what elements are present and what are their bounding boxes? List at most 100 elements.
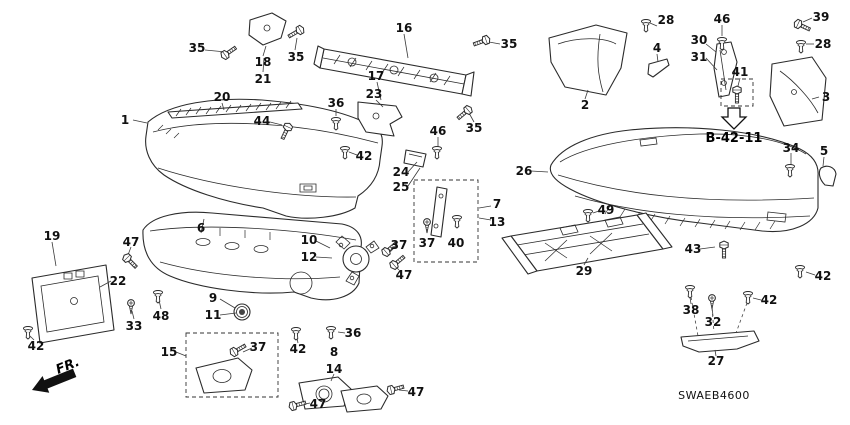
side-stay-bracket <box>357 101 403 137</box>
part-callout-37-52: 37 <box>250 340 267 354</box>
stay-strip-7-13 <box>430 186 448 238</box>
part-callout-26-27: 26 <box>516 164 533 178</box>
part-callout-35-26: 35 <box>466 121 483 135</box>
part-callout-20-19: 20 <box>214 90 231 104</box>
part-callout-35-0: 35 <box>189 41 206 55</box>
dashed-leader-lines <box>690 296 748 337</box>
part-callout-25-25: 25 <box>393 180 410 194</box>
part-callout-9-49: 9 <box>209 291 217 305</box>
part-callout-33-46: 33 <box>126 319 143 333</box>
part-callout-42-53: 42 <box>290 342 307 356</box>
part-callout-10-42: 10 <box>301 233 318 247</box>
part-callout-36-56: 36 <box>345 326 362 340</box>
part-callout-24-24: 24 <box>393 165 410 179</box>
rear-bumper-face <box>549 127 819 233</box>
part-callout-4-13: 4 <box>653 41 661 55</box>
part-callout-42-22: 42 <box>356 149 373 163</box>
bolt-icon <box>385 382 406 396</box>
garnish-hatch <box>175 100 292 117</box>
part-callout-34-28: 34 <box>783 141 800 155</box>
part-callout-2-17: 2 <box>581 98 589 112</box>
fr-label: FR. <box>54 355 82 378</box>
part-callout-47-45: 47 <box>396 268 413 282</box>
bolt-icon <box>732 85 742 104</box>
part-callout-22-40: 22 <box>110 274 127 288</box>
part-callout-13-31: 13 <box>489 215 506 229</box>
upper-bracket <box>248 12 287 46</box>
part-callout-1-18: 1 <box>121 113 129 127</box>
part-shapes <box>31 12 837 413</box>
part-callout-12-43: 12 <box>301 250 318 264</box>
clip-icon <box>290 327 302 341</box>
part-callout-39-10: 39 <box>813 10 830 24</box>
part-callout-46-23: 46 <box>430 124 447 138</box>
part-callout-28-8: 28 <box>658 13 675 27</box>
ref-block-arrow <box>720 107 748 130</box>
part-callout-14-55: 14 <box>326 362 343 376</box>
part-callout-5-29: 5 <box>820 144 828 158</box>
part-callout-16-4: 16 <box>396 21 413 35</box>
part-callout-42-48: 42 <box>28 339 45 353</box>
clip-icon <box>451 215 463 229</box>
part-callout-46-9: 46 <box>714 12 731 26</box>
part-callout-35-7: 35 <box>501 37 518 51</box>
skirt-teeth <box>219 228 271 240</box>
part-callout-15-51: 15 <box>161 345 178 359</box>
clip-icon <box>431 146 443 160</box>
bolt-icon <box>792 18 813 34</box>
side-bracket-30-31 <box>713 41 738 98</box>
part-callout-47-58: 47 <box>408 385 425 399</box>
part-callout-18-1: 18 <box>255 55 272 69</box>
bolt-icon <box>286 23 307 41</box>
part-callout-47-39: 47 <box>123 235 140 249</box>
part-callout-17-5: 17 <box>368 69 385 83</box>
part-callout-47-57: 47 <box>310 397 327 411</box>
screw-icon <box>423 218 431 234</box>
part-callout-43-36: 43 <box>685 242 702 256</box>
part-callout-3-16: 3 <box>822 90 830 104</box>
hook-bracket-5 <box>818 165 837 187</box>
part-callout-19-38: 19 <box>44 229 61 243</box>
part-callout-36-21: 36 <box>328 96 345 110</box>
clip-icon <box>582 209 594 223</box>
fr-arrow-icon <box>32 368 77 393</box>
bolt-icon <box>471 34 492 49</box>
part-callout-41-15: 41 <box>732 65 749 79</box>
clip-icon <box>684 285 696 299</box>
bolt-icon <box>120 251 140 271</box>
beam-hatch <box>333 54 451 86</box>
part-callout-35-3: 35 <box>288 50 305 64</box>
fog-mount-bracket <box>342 245 370 273</box>
part-callout-21-2: 21 <box>255 72 272 86</box>
kit-box-15 <box>185 332 279 398</box>
part-callout-40-34: 40 <box>448 236 465 250</box>
clip-icon <box>794 265 806 279</box>
grommet <box>233 303 251 321</box>
part-callout-37-33: 37 <box>419 236 436 250</box>
lower-bracket-27 <box>680 330 760 353</box>
front-bumper-hatch <box>157 124 180 139</box>
clip-icon <box>640 19 652 33</box>
ref-code-label: B-42-11 <box>706 131 763 146</box>
bolt-icon <box>719 240 729 259</box>
clip-icon <box>325 326 337 340</box>
part-callout-29-35: 29 <box>576 264 593 278</box>
diagram-code: SWAEB4600 <box>678 389 750 402</box>
mud-guard <box>548 24 628 96</box>
part-callout-11-50: 11 <box>205 308 222 322</box>
part-callout-28-14: 28 <box>815 37 832 51</box>
part-callout-42-62: 42 <box>761 293 778 307</box>
screw-icon <box>708 294 716 310</box>
trim-strip-4 <box>647 58 670 78</box>
front-lower-skirt <box>142 211 362 301</box>
ref-dashed-box <box>720 78 754 107</box>
clip-icon <box>152 290 164 304</box>
part-callout-23-6: 23 <box>366 87 383 101</box>
fr-direction-arrow: FR. <box>32 355 82 393</box>
part-callout-38-60: 38 <box>683 303 700 317</box>
clip-icon <box>742 291 754 305</box>
rear-beam-braces <box>544 232 613 262</box>
